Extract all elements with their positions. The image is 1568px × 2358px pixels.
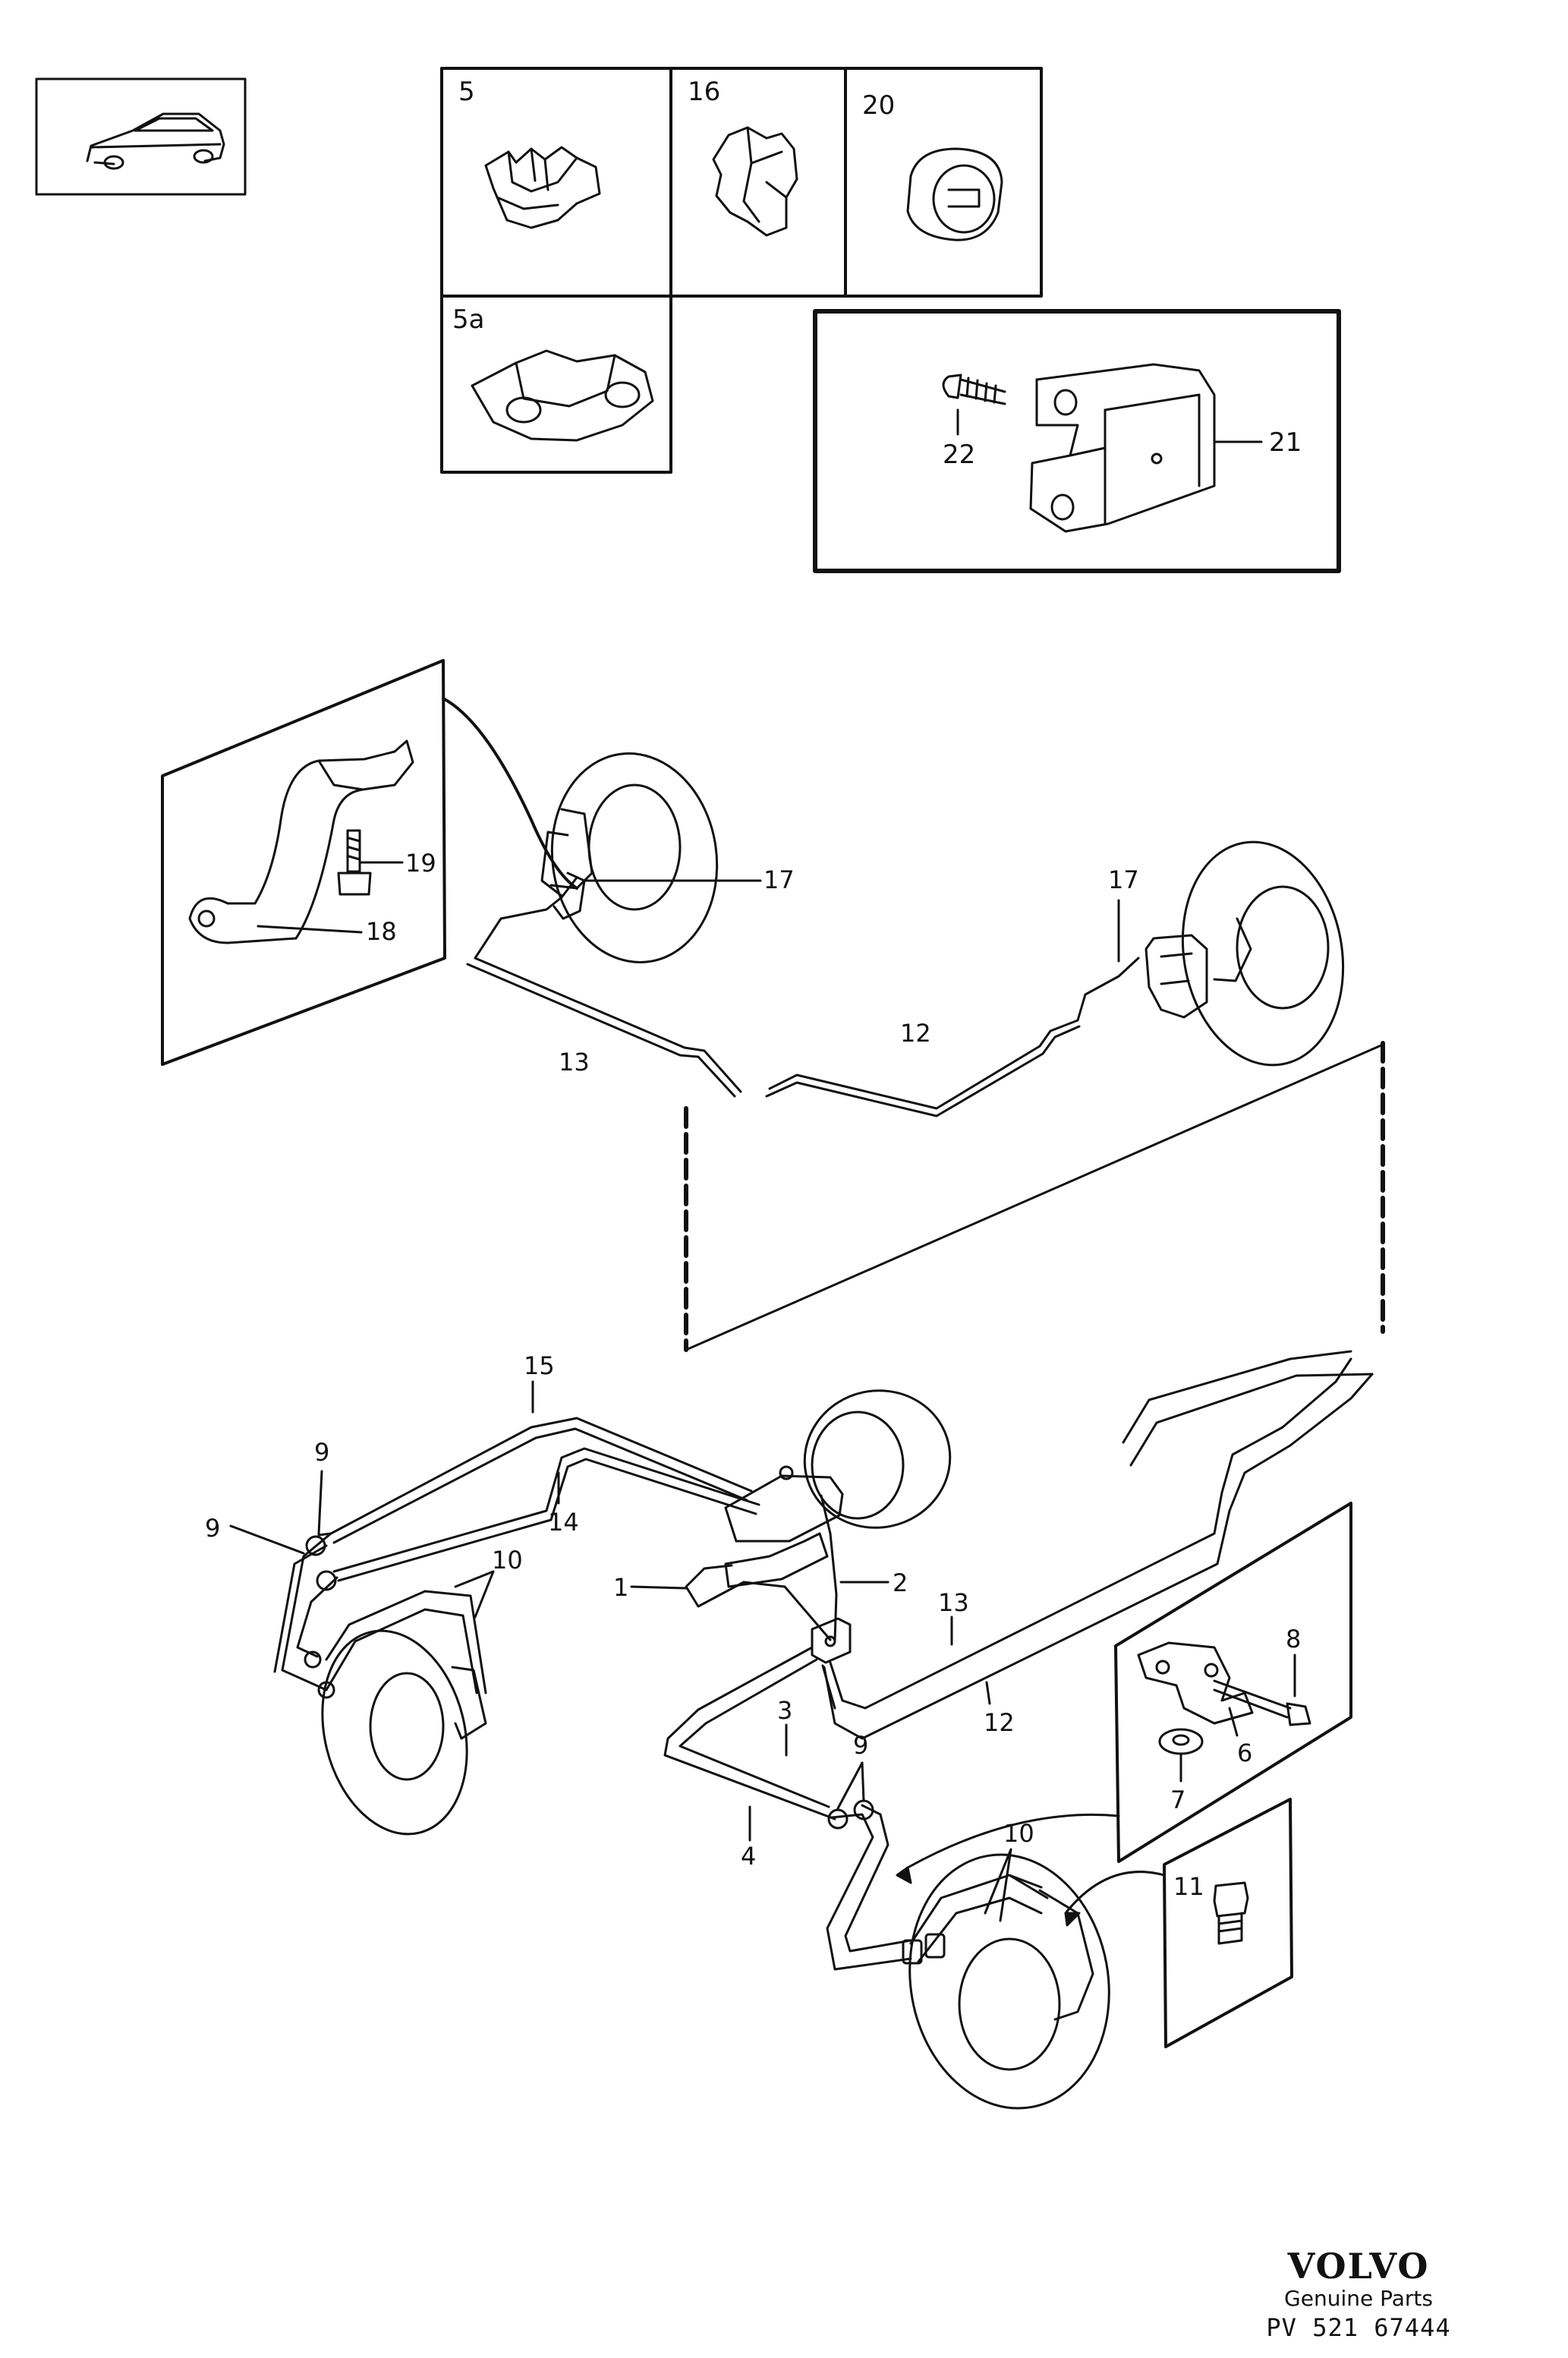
upper-left-disc [540,752,719,963]
clip-5-icon [484,146,601,229]
leader-10a [454,1570,495,1619]
lower-right-disc [908,1853,1110,2110]
brake-line-1 [685,1564,832,1641]
part-5a-box: 5a [452,304,654,442]
callout-8: 8 [1286,1625,1301,1653]
part-16-label: 16 [688,77,720,107]
bushing-20-icon [906,147,1003,241]
callout-13b: 13 [938,1588,969,1617]
callout-18: 18 [366,917,397,946]
brake-booster [803,1389,952,1529]
rear-line-stubs [1122,1350,1374,1467]
leader-1 [630,1585,688,1590]
leader-9c [836,1761,865,1810]
part-22-label: 22 [943,440,975,470]
brake-line-15 [317,1417,753,1544]
callout-7: 7 [1170,1786,1185,1814]
part-20-box: 20 [862,90,1003,241]
bracket-6-icon [1137,1641,1254,1725]
brake-line-2 [820,1494,838,1641]
bracket-18-icon [188,739,414,944]
callout-6: 6 [1237,1739,1252,1767]
diagram-code: PV 521 67444 [1266,2313,1451,2342]
callout-15: 15 [524,1351,555,1380]
volvo-logo: VOLVO [1287,2246,1430,2287]
bolt-19-icon [337,829,372,896]
brake-line-12-upper [765,957,1140,1118]
car-thumbnail [35,77,247,196]
part-21-22-box: 22 21 [942,363,1302,533]
callout-17b: 17 [1108,865,1139,894]
brake-line-14 [332,1447,760,1582]
nut-7-icon [1158,1728,1204,1755]
bracket-inset: 19 18 [161,659,578,1066]
leader-18 [257,925,363,934]
callout-12b: 12 [984,1708,1015,1737]
callout-11: 11 [1173,1872,1204,1901]
part-5a-label: 5a [452,304,484,335]
callout-9c: 9 [853,1731,868,1760]
brake-line-3 [663,1646,836,1821]
brake-line-13-lower [821,1357,1352,1710]
callout-10a: 10 [492,1546,523,1575]
master-cylinder [724,1465,844,1588]
leader-10b [984,1848,1012,1922]
leader-9a [317,1470,323,1535]
part-16-box: 16 [688,77,798,237]
callout-9a: 9 [314,1438,329,1467]
brand-block: VOLVO Genuine Parts PV 521 67444 [1245,2247,1472,2343]
callout-9b: 9 [205,1514,220,1543]
left-hoses [273,1532,487,1699]
callout-14: 14 [548,1508,579,1537]
clip-5a-icon [471,349,654,442]
brake-line-12-lower [823,1373,1374,1740]
dashed-separator [684,1041,1385,1352]
part-21-label: 21 [1269,427,1302,458]
screw-22-icon [942,374,1006,405]
leader-6 [1228,1707,1239,1737]
inset-pointer-arrow-11 [1064,1871,1166,1915]
upper-right-disc [1145,840,1345,1067]
lower-left-disc [321,1629,487,1836]
part-20-label: 20 [862,90,895,121]
leader-12b [985,1681,991,1705]
brake-line-13-upper [466,876,742,1098]
right-hoses [826,1799,1049,1971]
inset-pointer-arrow [906,1813,1120,1869]
bolt-8-icon [1213,1679,1311,1726]
callout-19: 19 [405,849,436,878]
callout-2: 2 [893,1568,908,1597]
callout-4: 4 [741,1842,756,1871]
callout-12a: 12 [900,1019,931,1048]
bracket-inset-6-7-8: 8 6 7 [896,1502,1352,1884]
callout-17a: 17 [764,865,795,894]
junction-block [811,1617,852,1664]
part-5-label: 5 [458,77,475,107]
clip-16-icon [712,126,798,237]
brand-subtitle: Genuine Parts [1284,2286,1433,2311]
bracket-21-icon [1029,363,1216,533]
callout-1: 1 [613,1573,628,1602]
callout-3: 3 [777,1696,792,1725]
part-5-box: 5 [458,77,601,229]
bleed-valve-inset: 11 [1064,1798,1293,2048]
parts-box-grid [440,67,1341,573]
leader-9b [229,1524,305,1555]
callout-13a: 13 [559,1048,590,1077]
inset-pointer-line [442,697,578,890]
brake-line-4 [679,1658,830,1808]
bleed-valve-11-icon [1213,1881,1249,1945]
